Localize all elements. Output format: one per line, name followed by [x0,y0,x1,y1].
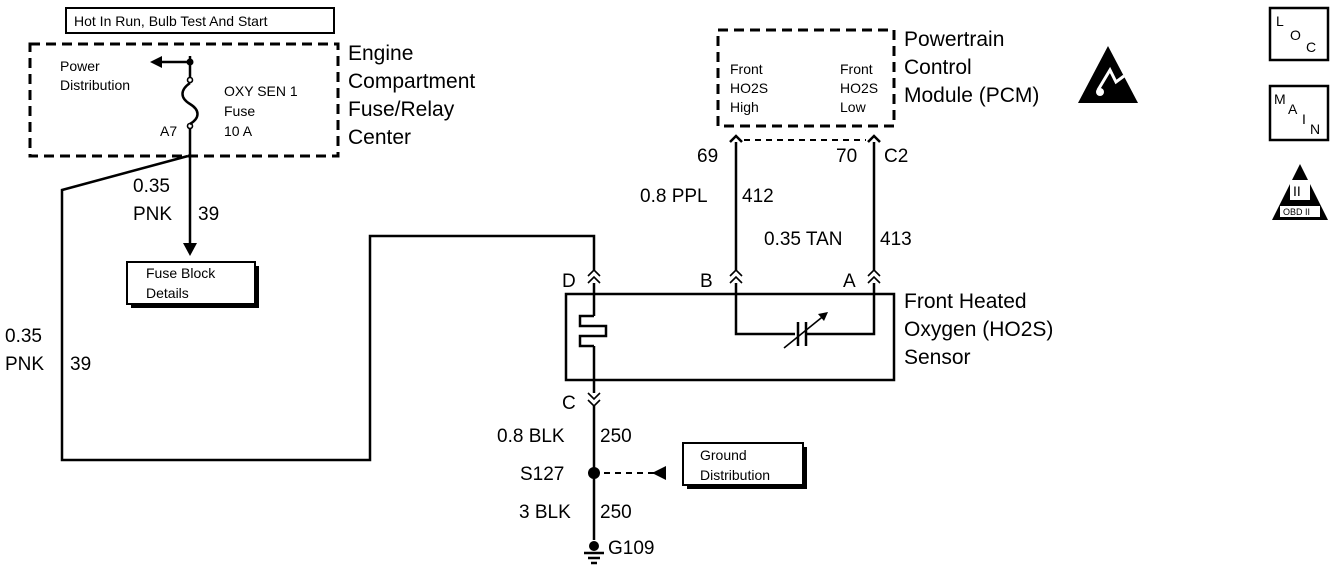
pcm-connector-c2: C2 [884,146,908,167]
connector-d-icon [587,268,601,284]
main-letter-m: M [1274,91,1286,107]
fuse-label-3: 10 A [224,123,253,139]
arrow-left-icon [150,56,162,68]
esd-warning-icon [1078,46,1138,103]
heater-element-icon [578,314,608,348]
fuse-center-title-3: Fuse/Relay [348,98,455,121]
wire-blk1-text: 0.8 BLK [497,426,565,447]
fuse-center-title-1: Engine [348,42,413,65]
obd-label: OBD II [1283,207,1310,217]
loc-nav-icon[interactable]: L O C [1268,6,1330,62]
fuse-label-1: OXY SEN 1 [224,83,298,99]
fuse-block-details-box[interactable]: Fuse Block Details [126,261,259,308]
arrow-left-icon [652,466,666,480]
pcm-left-label-3: High [730,99,759,115]
wire-ppl-circuit: 412 [742,186,774,207]
wire-blk2-circuit: 250 [600,502,632,523]
main-letter-a: A [1288,101,1298,117]
loc-letter-o: O [1290,27,1301,43]
main-letter-i: I [1302,111,1306,127]
wire-blk1-circuit: 250 [600,426,632,447]
sensor-pin-b: B [700,271,713,292]
pcm-title-2: Control [904,56,972,79]
splice-label: S127 [520,464,564,485]
pcm-pin-70: 70 [836,146,857,167]
ground-distribution-label-2: Distribution [700,467,770,483]
wire-left-circuit: 39 [70,354,91,375]
pcm-title-3: Module (PCM) [904,84,1039,107]
front-ho2s-sensor: Front Heated Oxygen (HO2S) Sensor [564,283,1053,393]
fuse-icon [181,81,199,126]
pcm-right-label-3: Low [840,99,867,115]
wire-tan-text: 0.35 TAN [764,229,843,250]
sensor-pin-a: A [843,271,856,292]
loc-letter-c: C [1306,39,1316,55]
splice-s127-dot [588,467,600,479]
arrow-down-icon [183,243,197,256]
wire-ppl-text: 0.8 PPL [640,186,708,207]
wire-left-color: PNK [5,354,44,375]
sensor-title-2: Oxygen (HO2S) [904,318,1053,341]
wire-top-circuit: 39 [198,204,219,225]
pcm-title-1: Powertrain [904,28,1004,51]
fuse-center-title-4: Center [348,126,411,149]
fuse-block-label-2: Details [146,285,189,301]
connector-a-icon [867,268,881,284]
main-letter-n: N [1310,121,1320,137]
pcm-right-label-2: HO2S [840,80,878,96]
fuse-center-title-2: Compartment [348,70,475,93]
ground-label: G109 [608,538,654,559]
variable-sensor-icon [783,312,828,349]
power-distribution-label-1: Power [60,58,100,74]
wire-top-gauge: 0.35 [133,176,170,197]
wire-left-gauge: 0.35 [5,326,42,347]
pcm-left-label-1: Front [730,61,763,77]
header-box-label: Hot In Run, Bulb Test And Start [74,13,268,29]
fuse-relay-center: Engine Compartment Fuse/Relay Center Pow… [28,42,475,158]
ground-distribution-box[interactable]: Ground Distribution [682,442,807,489]
terminal-a7: A7 [160,123,177,139]
sensor-pin-c: C [562,393,576,414]
wire-tan-circuit: 413 [880,229,912,250]
wire-blk2-text: 3 BLK [519,502,571,523]
sensor-pin-d: D [562,271,576,292]
pcm-right-label-1: Front [840,61,873,77]
sensor-title-3: Sensor [904,346,971,369]
obd-ii-icon[interactable]: II OBD II [1272,164,1328,220]
wire-pnk-39-loop [60,154,596,462]
connector-70-icon [867,134,881,143]
connector-c-icon [587,392,601,408]
connector-69-icon [729,134,743,143]
power-distribution-label-2: Distribution [60,77,130,93]
fuse-block-label-1: Fuse Block [146,265,216,281]
ground-icon [584,541,604,565]
obd-roman-label: II [1293,183,1301,199]
wire-top-color: PNK [133,204,172,225]
pcm-module: Powertrain Control Module (PCM) Front HO… [716,28,1039,128]
pcm-pin-69: 69 [697,146,718,167]
sensor-title-1: Front Heated [904,290,1027,313]
fuse-label-2: Fuse [224,103,255,119]
pcm-left-label-2: HO2S [730,80,768,96]
connector-b-icon [729,268,743,284]
main-nav-icon[interactable]: M A I N [1268,84,1330,142]
loc-letter-l: L [1276,13,1284,29]
ground-distribution-label-1: Ground [700,447,747,463]
header-box: Hot In Run, Bulb Test And Start [65,7,335,34]
